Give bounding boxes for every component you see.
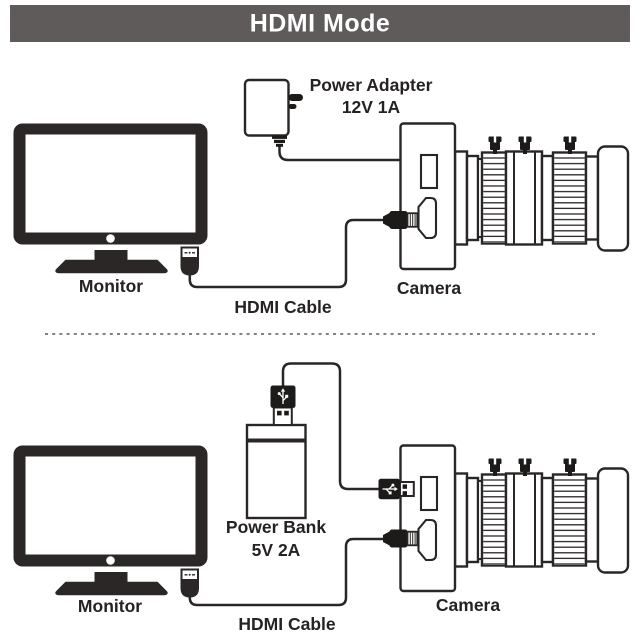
monitor-illustration-top (12, 122, 209, 277)
page-title: HDMI Mode (250, 10, 391, 38)
power-adapter-icon (243, 78, 303, 147)
power-bank-icon (245, 423, 307, 520)
power-bank-spec: 5V 2A (252, 540, 301, 560)
monitor-label-top: Monitor (79, 276, 143, 296)
camera-label-top: Camera (397, 278, 461, 298)
hdmi-plug-icon-bottom (382, 528, 419, 549)
power-bank-cable (281, 362, 380, 491)
usb-plug-icon-camera (378, 478, 415, 500)
hdmi-cable-top (188, 218, 384, 289)
hdmi-cable-label-bottom: HDMI Cable (238, 614, 336, 634)
power-adapter-cable (278, 146, 400, 162)
camera-illustration-top (399, 122, 630, 271)
hdmi-plug-icon-top (382, 210, 419, 230)
monitor-label-bottom: Monitor (78, 596, 142, 616)
hdmi-cable-bottom (188, 537, 384, 607)
header-bar (10, 5, 630, 42)
top-diagram: Power Adapter 12V 1A Monitor HDMI Cable … (12, 75, 630, 317)
power-adapter-spec: 12V 1A (342, 97, 401, 117)
bottom-diagram: Power Bank 5V 2A Monitor HDMI Cable Came… (12, 362, 630, 634)
hdmi-cable-label-top: HDMI Cable (234, 297, 332, 317)
monitor-illustration-bottom (12, 444, 209, 599)
power-bank-label: Power Bank (226, 517, 326, 537)
camera-illustration-bottom (399, 444, 630, 593)
usb-plug-icon-power-bank (270, 385, 296, 426)
camera-label-bottom: Camera (436, 595, 500, 615)
power-adapter-label: Power Adapter (310, 75, 433, 95)
